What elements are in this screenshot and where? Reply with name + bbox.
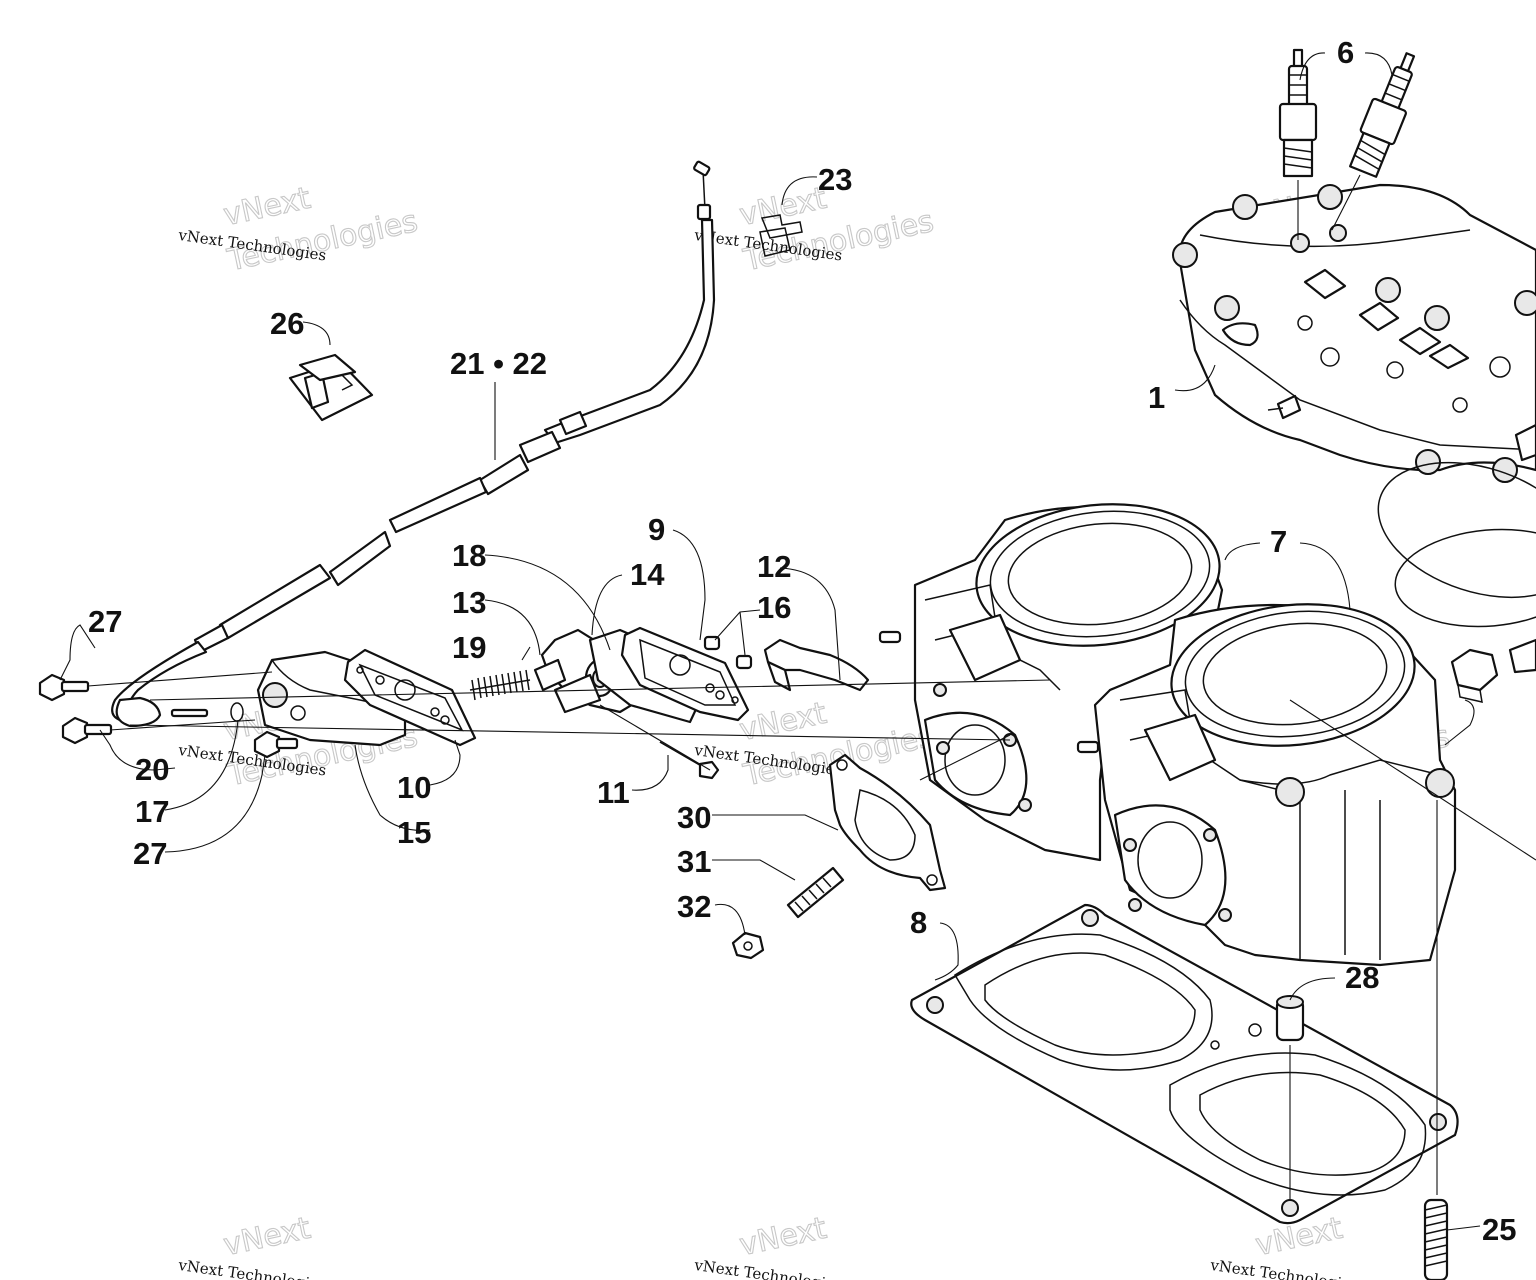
callout-26: 26 xyxy=(270,306,304,341)
valve-gasket xyxy=(343,648,477,747)
watermark: vNext vNext Technologies xyxy=(692,1210,843,1280)
leader-line xyxy=(1289,699,1536,861)
watermark: vNext vNext Technologies xyxy=(176,1210,327,1280)
callout-20: 20 xyxy=(135,752,169,787)
cable-clip xyxy=(759,214,803,257)
callout-17: 17 xyxy=(135,794,169,829)
callout-6: 6 xyxy=(1337,35,1354,70)
cable-pin xyxy=(170,708,209,718)
watermark-text: vNext Technologies xyxy=(692,1256,843,1280)
callout-11: 11 xyxy=(597,775,630,810)
callout-32: 32 xyxy=(677,889,711,924)
callout-10: 10 xyxy=(397,770,431,805)
callout-8: 8 xyxy=(910,905,927,940)
callout-labels: 1 6 7 8 9 10 11 12 13 14 15 16 17 18 19 … xyxy=(88,35,1516,1247)
leader-lines xyxy=(59,52,1481,1231)
callout-27: 27 xyxy=(88,604,122,639)
watermark-text: vNext xyxy=(220,181,313,234)
callout-14: 14 xyxy=(630,557,665,592)
valve-plate-gasket xyxy=(620,626,750,722)
control-cable xyxy=(111,160,716,728)
bolt xyxy=(38,673,90,702)
callout-19: 19 xyxy=(452,630,486,665)
callout-31: 31 xyxy=(677,844,711,879)
cylinder-head xyxy=(1172,183,1536,483)
watermark: Technologies vNext vNext Technologies xyxy=(176,180,421,279)
callout-9: 9 xyxy=(648,512,665,547)
head-o-rings xyxy=(1377,461,1536,628)
callout-23: 23 xyxy=(818,162,852,197)
watermark: Technologies vNext vNext Technologies xyxy=(692,180,937,279)
callout-27: 27 xyxy=(133,836,167,871)
callout-1: 1 xyxy=(1148,380,1165,415)
exhaust-stud xyxy=(786,866,845,919)
callout-25: 25 xyxy=(1482,1212,1516,1247)
watermark-text: vNext xyxy=(220,1211,313,1264)
exhaust-gasket xyxy=(828,753,947,892)
callout-12: 12 xyxy=(757,549,791,584)
callout-13: 13 xyxy=(452,585,486,620)
exhaust-nut xyxy=(731,931,765,960)
watermark-text: vNext Technologies xyxy=(1208,1256,1359,1280)
watermark-text: vNext xyxy=(736,1211,829,1264)
dowel-pin xyxy=(1275,995,1305,1042)
base-gasket xyxy=(910,903,1459,1225)
watermark-text: vNext Technologies xyxy=(176,1256,327,1280)
callout-18: 18 xyxy=(452,538,486,573)
bolt xyxy=(253,730,299,759)
callout-7: 7 xyxy=(1270,524,1287,559)
cylinder-stud xyxy=(1423,1198,1449,1280)
bolt xyxy=(61,716,113,745)
leader-line xyxy=(1331,174,1361,231)
callout-15: 15 xyxy=(397,815,431,850)
spark-plug xyxy=(1278,48,1318,178)
exhaust-valve-blade xyxy=(763,638,870,692)
watermark-text: vNext xyxy=(736,696,829,749)
callout-28: 28 xyxy=(1345,960,1379,995)
cable-bracket xyxy=(288,353,374,422)
callout-16: 16 xyxy=(757,590,791,625)
cylinder-block xyxy=(878,503,1457,967)
callout-30: 30 xyxy=(677,800,711,835)
callout-21-22: 21 • 22 xyxy=(450,346,547,381)
spark-plug xyxy=(1349,52,1416,178)
cylinder-nut xyxy=(1450,638,1536,703)
valve-spring xyxy=(469,669,531,701)
